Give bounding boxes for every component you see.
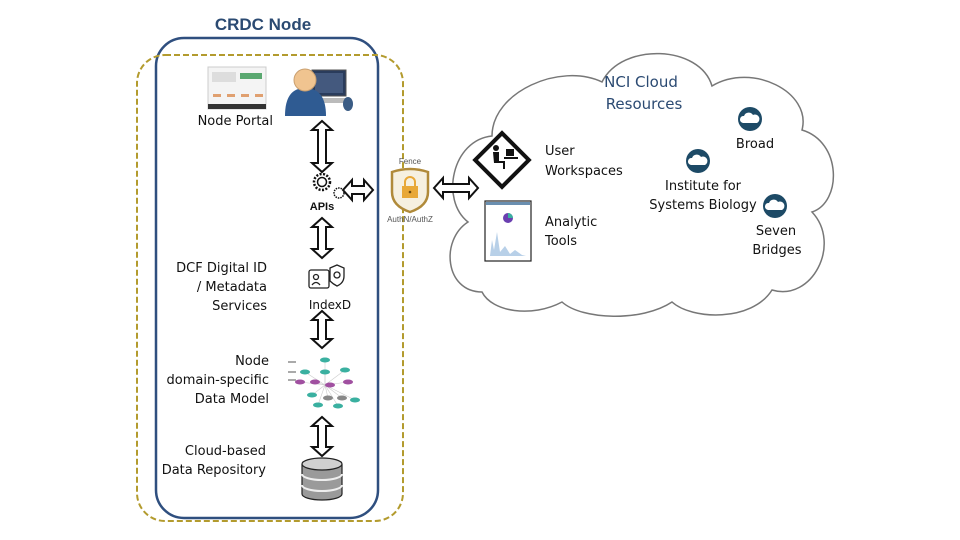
double-arrow-icon [309, 119, 335, 174]
data-model-graph-icon [288, 357, 360, 409]
provider-isb-label: Systems Biology [649, 198, 757, 213]
tools-label-line: Tools [544, 234, 577, 249]
cloud-provider-icon [763, 194, 787, 218]
dcf-label-line: / Metadata [197, 280, 267, 295]
model-label-line: Node [235, 354, 269, 369]
cloud-shape [449, 52, 834, 317]
double-arrow-icon [309, 216, 335, 260]
workspaces-label-line: User [545, 144, 575, 159]
provider-isb-label: Institute for [665, 179, 742, 194]
database-icon [301, 457, 343, 501]
user-workspace-icon [472, 130, 532, 190]
cloud-title-line: Resources [606, 95, 683, 113]
indexd-icon [308, 264, 345, 289]
cloud-provider-icon [738, 107, 762, 131]
fence-title: Fence [399, 157, 422, 166]
indexd-label: IndexD [309, 298, 351, 312]
double-arrow-icon [309, 415, 335, 458]
cloud-title-line: NCI Cloud [604, 73, 678, 91]
apis-label: APIs [310, 201, 334, 213]
provider-sevenbridges-label: Bridges [752, 243, 801, 258]
dcf-boundary [136, 54, 404, 522]
node-portal-label: Node Portal [198, 114, 273, 129]
user-computer-icon [285, 68, 353, 116]
double-arrow-icon [309, 309, 335, 350]
analytic-tools-icon [484, 200, 532, 262]
dcf-label-line: DCF Digital ID [176, 261, 267, 276]
provider-broad-label: Broad [736, 137, 774, 152]
model-label-line: domain-specific [167, 373, 270, 388]
model-label-line: Data Model [195, 392, 269, 407]
tools-label-line: Analytic [545, 215, 597, 230]
double-arrow-icon [341, 177, 375, 203]
fence-subtitle: AuthN/AuthZ [387, 215, 433, 224]
portal-screenshot [207, 66, 267, 110]
cloud-provider-icon [686, 149, 710, 173]
provider-sevenbridges-label: Seven [756, 224, 796, 239]
repo-label-line: Data Repository [162, 463, 267, 478]
gears-icon [312, 172, 345, 199]
fence-shield-lock-icon [390, 167, 430, 214]
repo-label-line: Cloud-based [185, 444, 266, 459]
dcf-label-line: Services [212, 299, 267, 314]
node-boundary [154, 36, 380, 520]
double-arrow-icon [432, 175, 480, 201]
diagram-title: CRDC Node [215, 15, 311, 34]
workspaces-label-line: Workspaces [545, 164, 623, 179]
